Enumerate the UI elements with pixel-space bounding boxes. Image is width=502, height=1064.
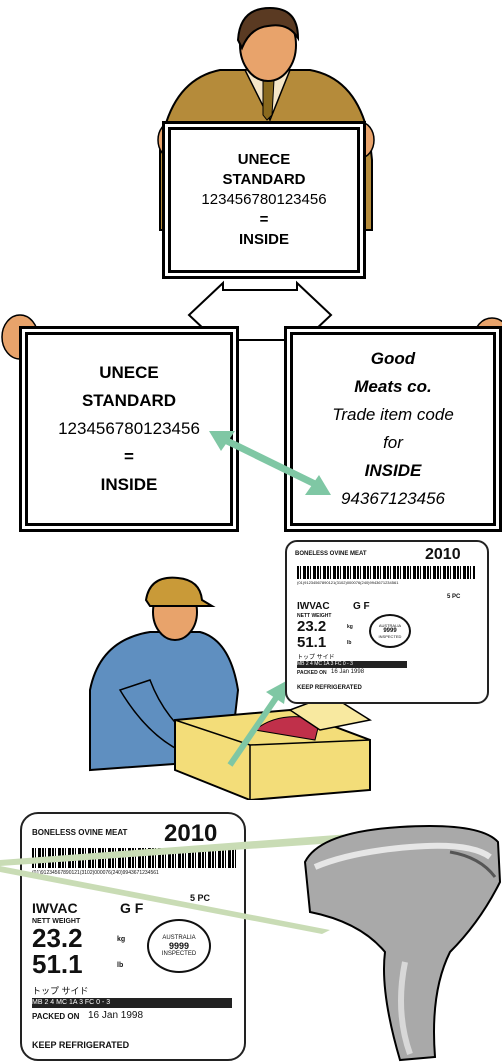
small-label-code: 2010 xyxy=(425,546,461,564)
left-sign-line2: STANDARD xyxy=(82,387,176,415)
small-label-packed-date: 16 Jan 1998 xyxy=(331,669,364,675)
large-stamp-bottom: INSPECTED xyxy=(162,951,196,957)
small-label-packaging: IWVAC xyxy=(297,601,330,612)
small-label-kg: 23.2 xyxy=(297,618,326,635)
large-label-dark-bar: MB 2 4 MC 1A 3 FC 0 - 3 xyxy=(32,998,232,1008)
large-label-packed-on: PACKED ON xyxy=(32,1012,79,1021)
top-sign-line2: STANDARD xyxy=(222,170,305,190)
right-sign-line3: Trade item code xyxy=(332,401,454,429)
large-label-japanese: トップ サイド xyxy=(32,984,89,997)
top-sign: UNECE STANDARD 123456780123456 = INSIDE xyxy=(168,127,360,273)
small-label-storage: KEEP REFRIGERATED xyxy=(297,685,362,691)
top-sign-equals: = xyxy=(260,210,269,230)
large-label-lb-unit: lb xyxy=(117,962,123,969)
right-sign-line4: for xyxy=(383,429,403,457)
small-label-lb: 51.1 xyxy=(297,634,326,651)
small-label-grade: G F xyxy=(353,601,370,612)
top-sign-inside: INSIDE xyxy=(239,230,289,250)
small-label-kg-unit: kg xyxy=(347,624,353,630)
small-label-barcode xyxy=(297,566,475,579)
left-sign-code: 123456780123456 xyxy=(58,415,200,443)
green-link-arrow xyxy=(205,425,335,500)
small-label-pack-count: 5 PC xyxy=(447,594,460,600)
small-stamp-bottom: INSPECTED xyxy=(379,634,402,639)
right-sign-line1: Good xyxy=(371,345,415,373)
small-label-stamp: AUSTRALIA 9999 INSPECTED xyxy=(369,614,411,648)
small-meat-label: BONELESS OVINE MEAT 2010 (01)91234567890… xyxy=(285,540,489,704)
right-sign-code: 94367123456 xyxy=(341,485,445,513)
top-sign-code: 123456780123456 xyxy=(201,190,326,210)
small-label-lb-unit: lb xyxy=(347,640,351,646)
large-label-packed-date: 16 Jan 1998 xyxy=(88,1010,143,1021)
small-label-dark-bar: MB 2 4 MC 1A 3 FC 0 - 3 xyxy=(297,661,407,668)
small-label-japanese: トップ サイド xyxy=(297,652,335,661)
large-stamp-num: 9999 xyxy=(169,941,189,951)
small-dark-bar-text: MB 2 4 MC 1A 3 FC 0 - 3 xyxy=(297,661,353,667)
small-label-product: BONELESS OVINE MEAT xyxy=(295,551,367,557)
barcode-scanner xyxy=(290,822,502,1064)
left-sign: UNECE STANDARD 123456780123456 = INSIDE xyxy=(25,332,233,526)
left-sign-inside: INSIDE xyxy=(101,471,158,499)
left-sign-line1: UNECE xyxy=(99,359,159,387)
top-sign-line1: UNECE xyxy=(238,150,291,170)
right-sign-inside: INSIDE xyxy=(365,457,422,485)
left-sign-equals: = xyxy=(124,443,134,471)
right-sign-line2: Meats co. xyxy=(354,373,431,401)
large-label-lb: 51.1 xyxy=(32,949,83,980)
large-dark-bar-text: MB 2 4 MC 1A 3 FC 0 - 3 xyxy=(32,999,110,1006)
small-label-packed-on: PACKED ON xyxy=(297,670,327,676)
small-label-barcode-text: (01)91234567890121(3102)000076(240)99436… xyxy=(297,580,398,585)
large-label-storage: KEEP REFRIGERATED xyxy=(32,1040,129,1050)
